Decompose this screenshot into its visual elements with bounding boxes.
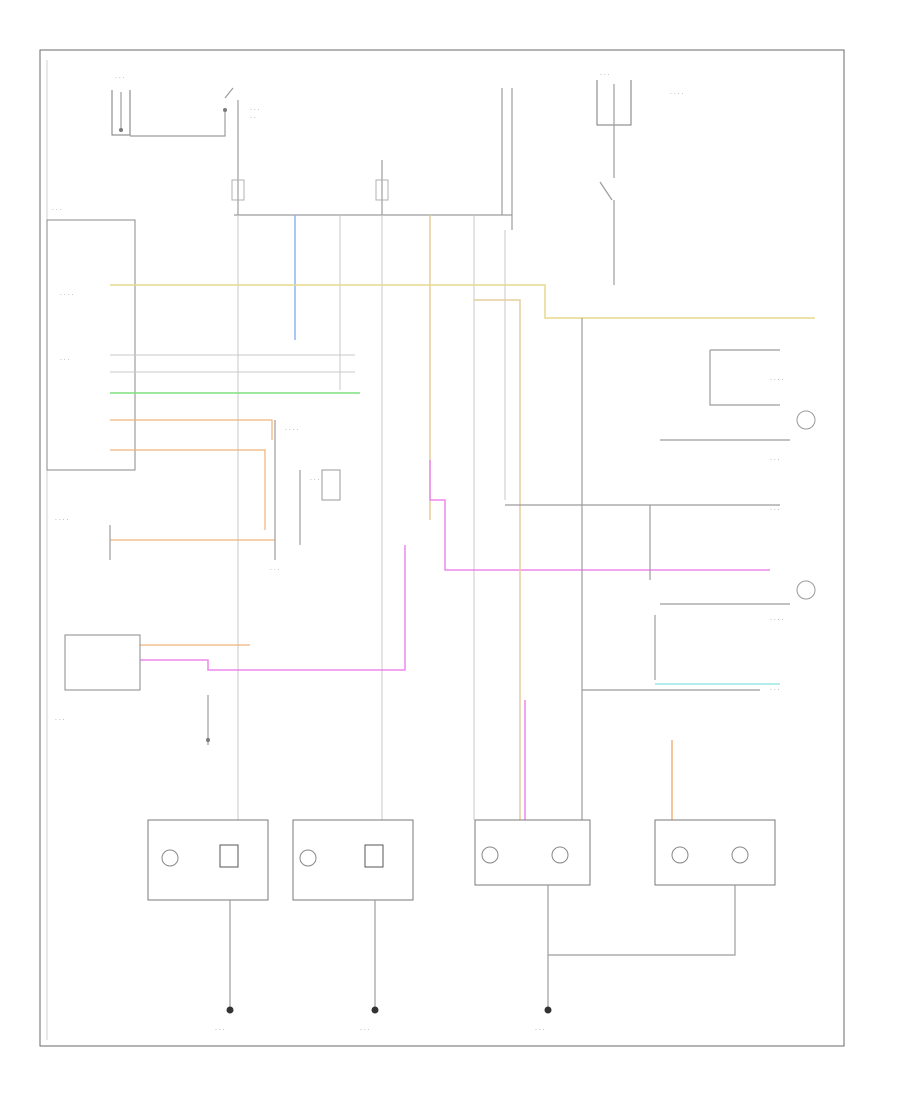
rear-lamp-center <box>474 819 591 1010</box>
switch-block-middle: . . . . . . . . . . <box>270 420 341 572</box>
svg-text:. . .: . . . <box>115 73 125 80</box>
svg-text:. . . .: . . . . <box>285 425 298 432</box>
front-lamp-left-1 <box>147 819 269 1010</box>
ground-right: . . . <box>535 1006 552 1032</box>
svg-text:. . .: . . . <box>535 1025 545 1032</box>
svg-text:. . .: . . . <box>770 455 780 462</box>
svg-text:. . . .: . . . . <box>770 615 783 622</box>
diagram-frame <box>39 49 845 1047</box>
front-lamp-left-2 <box>292 819 414 1010</box>
svg-text:. . .: . . . <box>600 70 610 77</box>
wire-orange-2 <box>110 449 266 530</box>
svg-text:. . .: . . . <box>770 685 780 692</box>
svg-text:. .: . . <box>250 113 256 120</box>
ground-center: . . . <box>360 1006 379 1032</box>
fuse-block-top-right: . . . . . . . <box>596 70 683 285</box>
svg-text:. . . .: . . . . <box>55 515 68 522</box>
svg-text:. . .: . . . <box>360 1025 370 1032</box>
control-module-left: . . . . . . . . . . <box>46 205 136 471</box>
svg-text:. . .: . . . <box>770 505 780 512</box>
svg-text:. . . .: . . . . <box>770 375 783 382</box>
rear-lamp-right <box>548 819 776 956</box>
connector-lower-left: . . . . <box>55 515 111 560</box>
wire-tan <box>474 299 521 830</box>
fuse-block-top-left: . . . . . . . . <box>111 73 260 137</box>
svg-text:. . . .: . . . . <box>670 89 683 96</box>
svg-text:. . . .: . . . . <box>60 290 73 297</box>
wire-yellow <box>110 284 815 319</box>
wire-orange-1 <box>110 419 273 440</box>
svg-text:. . .: . . . <box>52 205 62 212</box>
wire-pink-2 <box>140 545 406 671</box>
wire-pink-1 <box>429 460 770 571</box>
fuse-left <box>231 179 245 201</box>
svg-text:. . .: . . . <box>215 1025 225 1032</box>
svg-text:. . .: . . . <box>55 715 65 722</box>
vertical-branch-wires <box>237 215 506 820</box>
ground-left: . . . <box>215 1006 234 1032</box>
switch-lower-left: . . . <box>55 634 210 745</box>
svg-text:. . .: . . . <box>270 565 280 572</box>
svg-text:. . .: . . . <box>310 475 320 482</box>
right-switches: . . . . . . . . . . . . . . . . . <box>505 318 816 830</box>
top-bus <box>234 88 513 230</box>
svg-text:. . .: . . . <box>250 105 260 112</box>
svg-text:. . .: . . . <box>60 355 70 362</box>
